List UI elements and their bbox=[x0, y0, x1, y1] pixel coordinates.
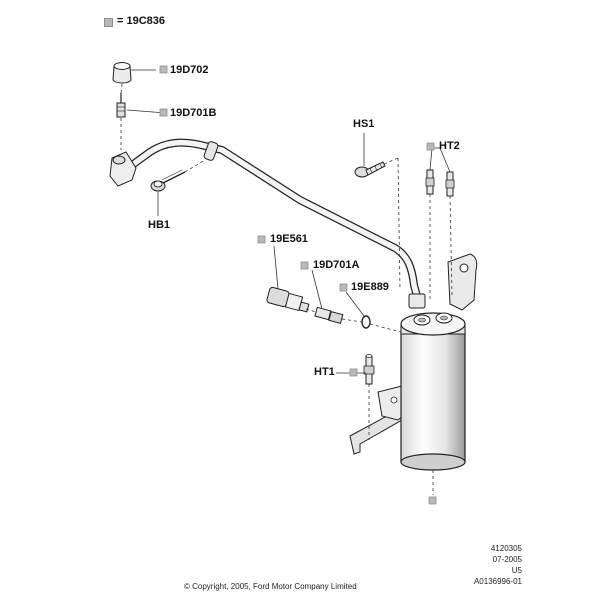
callout-19d702: 19D702 bbox=[170, 64, 209, 76]
legend-marker-icon bbox=[104, 18, 113, 27]
assembly-leader-lines bbox=[120, 83, 453, 495]
callout-hb1: HB1 bbox=[148, 219, 171, 231]
ref-number: 4120305 bbox=[490, 544, 522, 553]
marker-19d702 bbox=[159, 65, 168, 74]
callout-19d701b: 19D701B bbox=[170, 107, 217, 119]
stud-ht1 bbox=[363, 354, 375, 385]
ref-code: U5 bbox=[511, 566, 522, 575]
upper-mounting-bracket bbox=[447, 253, 478, 311]
o-ring-19e889 bbox=[361, 315, 371, 329]
marker-19e561 bbox=[257, 235, 266, 244]
ref-date: 07-2005 bbox=[492, 555, 522, 564]
marker-19d701a bbox=[300, 261, 309, 270]
callout-hs1: HS1 bbox=[353, 118, 375, 130]
callout-ht2: HT2 bbox=[439, 140, 460, 152]
cap-19d702 bbox=[112, 62, 132, 84]
receiver-drier bbox=[400, 312, 466, 471]
screw-hs1 bbox=[354, 161, 386, 178]
marker-ht2 bbox=[426, 142, 435, 151]
bolt-hb1 bbox=[150, 169, 186, 192]
marker-19d701b bbox=[159, 108, 168, 117]
valve-19d701a bbox=[314, 306, 344, 324]
tube-elbow-fitting bbox=[109, 151, 137, 187]
callout-19d701a: 19D701A bbox=[313, 259, 360, 271]
valve-core-19d701b bbox=[116, 93, 126, 118]
marker-ht1 bbox=[349, 368, 358, 377]
marker-19e889 bbox=[339, 283, 348, 292]
callout-19e561: 19E561 bbox=[270, 233, 308, 245]
legend-text: = 19C836 bbox=[117, 15, 166, 27]
callout-ht1: HT1 bbox=[314, 366, 335, 378]
ref-illustration-id: A0136996-01 bbox=[473, 577, 522, 586]
studs-ht2 bbox=[425, 169, 455, 197]
callout-19e889: 19E889 bbox=[351, 281, 389, 293]
marker-receiver-drier bbox=[428, 496, 437, 505]
refrigerant-tube bbox=[124, 138, 426, 309]
copyright-notice: © Copyright, 2005, Ford Motor Company Li… bbox=[184, 582, 357, 591]
pressure-switch-19e561 bbox=[266, 286, 310, 313]
part-19c836-markers bbox=[159, 65, 437, 505]
callout-leaders bbox=[126, 69, 451, 374]
